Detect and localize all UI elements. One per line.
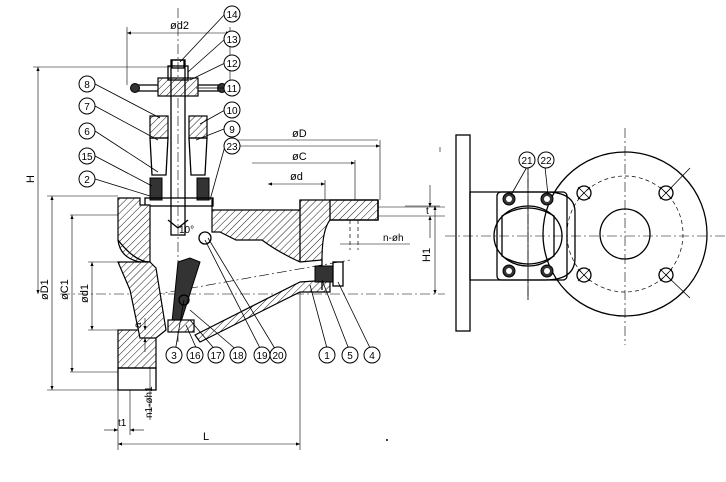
dim-H-label: H [25, 175, 37, 183]
dim-nh-label: n-øh [383, 233, 404, 244]
part-bubble-18: 18 [229, 346, 247, 364]
svg-text:14: 14 [226, 10, 238, 21]
svg-text:7: 7 [84, 102, 90, 113]
part-bubble-13: 13 [223, 30, 241, 48]
part-bubble-19: 19 [253, 346, 271, 364]
svg-text:11: 11 [227, 84, 238, 95]
dim-C-label: øC [292, 151, 307, 163]
svg-text:13: 13 [226, 35, 238, 46]
flange-bolt-holes [576, 167, 691, 299]
round-flange [542, 151, 708, 317]
seat-axis-line [134, 259, 351, 299]
part-bubble-8: 8 [78, 75, 96, 93]
part-bubble-22: 22 [537, 151, 555, 169]
svg-text:4: 4 [369, 351, 375, 362]
part-bubble-21: 21 [518, 151, 536, 169]
section-view [60, 8, 445, 391]
end-view: 21 22 [439, 128, 726, 345]
part-bubble-5: 5 [341, 346, 359, 364]
svg-text:12: 12 [226, 59, 238, 70]
svg-text:15: 15 [81, 152, 93, 163]
part-bubble-3: 3 [165, 346, 183, 364]
dim-D1-label: øD1 [39, 279, 51, 300]
part-bubble-9: 9 [223, 120, 241, 138]
svg-text:21: 21 [521, 156, 533, 167]
dim-H1-label: H1 [421, 248, 433, 262]
svg-text:22: 22 [540, 156, 552, 167]
part-bubble-6: 6 [78, 122, 96, 140]
dim-t-label: t [426, 206, 429, 217]
yoke-and-gland [144, 115, 214, 207]
drain-plug [314, 261, 344, 287]
svg-text:20: 20 [272, 351, 284, 362]
dim-L-label: L [203, 431, 209, 443]
part-bubble-15: 15 [78, 147, 96, 165]
part-bubble-23: 23 [223, 137, 241, 155]
part-bubble-2: 2 [78, 170, 96, 188]
dim-d2-label: ød2 [170, 20, 189, 32]
svg-text:1: 1 [324, 351, 330, 362]
svg-text:8: 8 [84, 80, 90, 91]
part-bubble-10: 10 [223, 101, 241, 119]
handwheel [130, 59, 227, 97]
dim-a-label: a [133, 322, 144, 328]
bore-circle [599, 208, 651, 260]
part-bubble-4: 4 [363, 346, 381, 364]
svg-text:23: 23 [226, 142, 238, 153]
dim-angle-label: 10° [179, 225, 194, 236]
disc-assembly [167, 231, 212, 333]
svg-text:10: 10 [226, 106, 238, 117]
flange-plate-edge [455, 134, 471, 332]
svg-text:19: 19 [256, 351, 268, 362]
stem [170, 59, 186, 236]
dim-n1h1-label: n1-øh1 [144, 386, 155, 418]
dim-D-label: øD [292, 128, 307, 140]
svg-text:16: 16 [189, 351, 201, 362]
bonnet-studs [502, 192, 554, 278]
part-callouts: 14 13 12 11 10 9 23 8 7 6 15 2 3 16 17 1… [78, 5, 381, 364]
dim-C1-label: øC1 [59, 279, 71, 300]
part-bubble-11: 11 [223, 79, 241, 97]
svg-text:17: 17 [210, 351, 222, 362]
part-bubble-16: 16 [186, 346, 204, 364]
svg-text:6: 6 [84, 127, 90, 138]
valve-body [117, 197, 379, 391]
svg-text:18: 18 [232, 351, 244, 362]
part-bubble-7: 7 [78, 97, 96, 115]
part-bubble-14: 14 [223, 5, 241, 23]
dim-d-label: ød [290, 171, 303, 183]
dim-d1-label: ød1 [79, 284, 91, 303]
svg-text:9: 9 [229, 125, 235, 136]
part-bubble-20: 20 [269, 346, 287, 364]
dim-t1-label: t1 [118, 418, 127, 429]
svg-text:5: 5 [347, 351, 353, 362]
svg-text:3: 3 [171, 351, 177, 362]
dimensions: ød2 H øD1 øC1 ød1 øD øC ød [25, 20, 445, 450]
part-bubble-12: 12 [223, 54, 241, 72]
part-bubble-17: 17 [207, 346, 225, 364]
part-bubble-1: 1 [318, 346, 336, 364]
svg-text:2: 2 [84, 175, 90, 186]
